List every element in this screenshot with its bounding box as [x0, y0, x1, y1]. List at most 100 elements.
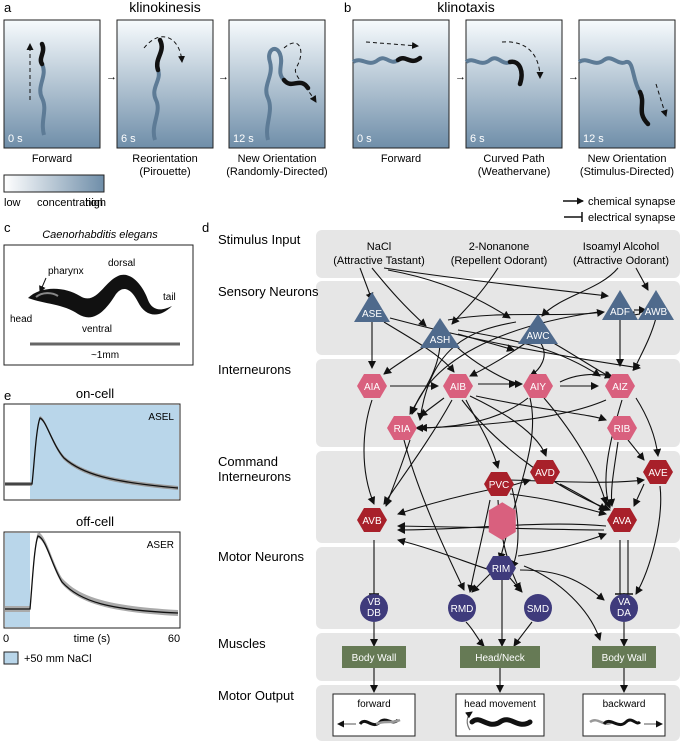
neuron-label: AIY [530, 382, 546, 393]
motor-neuron-smd: SMD [524, 594, 552, 622]
stimulus-name: Isoamyl Alcohol [583, 241, 659, 253]
scale-mid: concentration [37, 197, 103, 209]
muscle-head-neck: Head/Neck [460, 646, 540, 668]
caption: New Orientation [588, 153, 667, 165]
head-swing-icon [465, 711, 473, 731]
panel-a: a klinokinesis 0 s → 6 s → 12 s Forward … [3, 0, 328, 209]
command-neuron-avd: AVD [530, 460, 560, 484]
interneuron-ria: RIA [387, 416, 417, 440]
neuron-label: AVA [613, 516, 632, 527]
interneuron-aiy: AIY [523, 374, 553, 398]
arrow-right-icon: → [455, 71, 466, 83]
x-axis-label: time (s) [74, 633, 111, 645]
neuron-label: AIZ [612, 382, 628, 393]
neuron-label: AVD [535, 468, 555, 479]
stimulus-period [30, 405, 179, 499]
row-label: Interneurons [218, 362, 291, 377]
frame-time: 12 s [233, 133, 254, 145]
panel-c-title: Caenorhabditis elegans [42, 229, 158, 241]
motor-neuron-va-da: VA DA [610, 594, 638, 622]
row-label: Command [218, 454, 278, 469]
stimulus-desc: (Repellent Odorant) [451, 255, 548, 267]
direction-arrow [365, 41, 419, 50]
output-head-movement: head movement [455, 693, 545, 737]
neuron-label: DA [617, 608, 631, 619]
neuron-label: RIA [394, 424, 411, 435]
caption: Forward [381, 153, 421, 165]
panel-b: b klinotaxis 0 s → 6 s → 12 s Forward Cu… [344, 0, 676, 178]
interneuron-aib: AIB [443, 374, 473, 398]
caption-sub: (Stimulus-Directed) [580, 166, 674, 178]
sensory-neuron-ase: ASE [354, 292, 390, 322]
output-label: backward [603, 699, 646, 710]
motor-neuron-rmd: RMD [448, 594, 476, 622]
sensory-neuron-adf: ADF [602, 290, 638, 320]
muscle-label: Body Wall [352, 653, 397, 664]
worm-icon [507, 59, 524, 87]
worm-trail [264, 47, 286, 141]
frame-time: 0 s [357, 133, 372, 145]
stimulus-desc: (Attractive Odorant) [573, 255, 669, 267]
row-label: Muscles [218, 636, 266, 651]
frame-b3 [578, 19, 676, 149]
arrow-right-icon: → [106, 71, 117, 83]
output-label: head movement [464, 699, 536, 710]
neuron-label: PVC [489, 480, 510, 491]
pharynx-pointer [39, 277, 47, 293]
worm-icon [602, 718, 642, 727]
sensory-neuron-ash: ASH [420, 318, 460, 348]
neuron-label: RIB [614, 424, 631, 435]
row-bg-command [316, 451, 680, 543]
motor-neuron-vb-db: VB DB [360, 594, 388, 622]
direction-arrow [143, 36, 186, 63]
on-cell-trace [5, 417, 179, 489]
off-cell-trace [5, 535, 179, 614]
neuron-label: VB [367, 597, 381, 608]
stimulus-desc: (Attractive Tastant) [333, 255, 425, 267]
motor-neuron-rim: RIM [486, 556, 516, 580]
neuron-label: AVE [648, 468, 668, 479]
legend-electrical: electrical synapse [588, 212, 675, 224]
on-cell-trace-band [5, 416, 178, 490]
panel-a-title: klinokinesis [129, 0, 201, 15]
worm-icon [281, 77, 311, 91]
worm-icon [395, 55, 423, 64]
nacl-legend-swatch [3, 651, 19, 665]
neuron-label: ASE [362, 309, 382, 320]
muscle-body-wall-backward: Body Wall [592, 646, 656, 668]
label-pharynx: pharynx [48, 266, 84, 277]
row-label: Sensory Neurons [218, 284, 319, 299]
label-head: head [10, 314, 32, 325]
synapse-connections [359, 267, 662, 693]
label-dorsal: dorsal [108, 258, 135, 269]
worm-trail [151, 69, 161, 141]
caption-sub: (Pirouette) [139, 166, 190, 178]
worm-trail [464, 56, 511, 65]
neuron-label: AWC [527, 331, 550, 342]
panel-b-title: klinotaxis [437, 0, 495, 15]
neuron-label: DB [367, 608, 381, 619]
frame-b1 [352, 19, 450, 149]
arrow-right-icon: → [568, 71, 579, 83]
row-label: Interneurons [218, 469, 291, 484]
frame-time: 0 s [8, 133, 23, 145]
frame-time: 6 s [470, 133, 485, 145]
worm-trail [38, 63, 47, 136]
output-backward: backward [582, 693, 666, 737]
neuron-label: SMD [527, 604, 549, 615]
panel-e-letter: e [4, 388, 11, 403]
frame-b2 [465, 19, 563, 149]
caption: Forward [32, 153, 72, 165]
direction-arrow [655, 83, 668, 117]
concentration-scale [3, 174, 105, 193]
stimulus-name: 2-Nonanone [469, 241, 530, 253]
off-cell-label: ASER [147, 540, 174, 551]
neuron-label: AIB [450, 382, 466, 393]
arrow-right-icon: → [218, 71, 229, 83]
sensory-neuron-awc: AWC [518, 314, 558, 344]
label-ventral: ventral [82, 324, 112, 335]
caption: Reorientation [132, 153, 197, 165]
frame-a3 [228, 19, 326, 149]
interneuron-aiz: AIZ [605, 374, 635, 398]
